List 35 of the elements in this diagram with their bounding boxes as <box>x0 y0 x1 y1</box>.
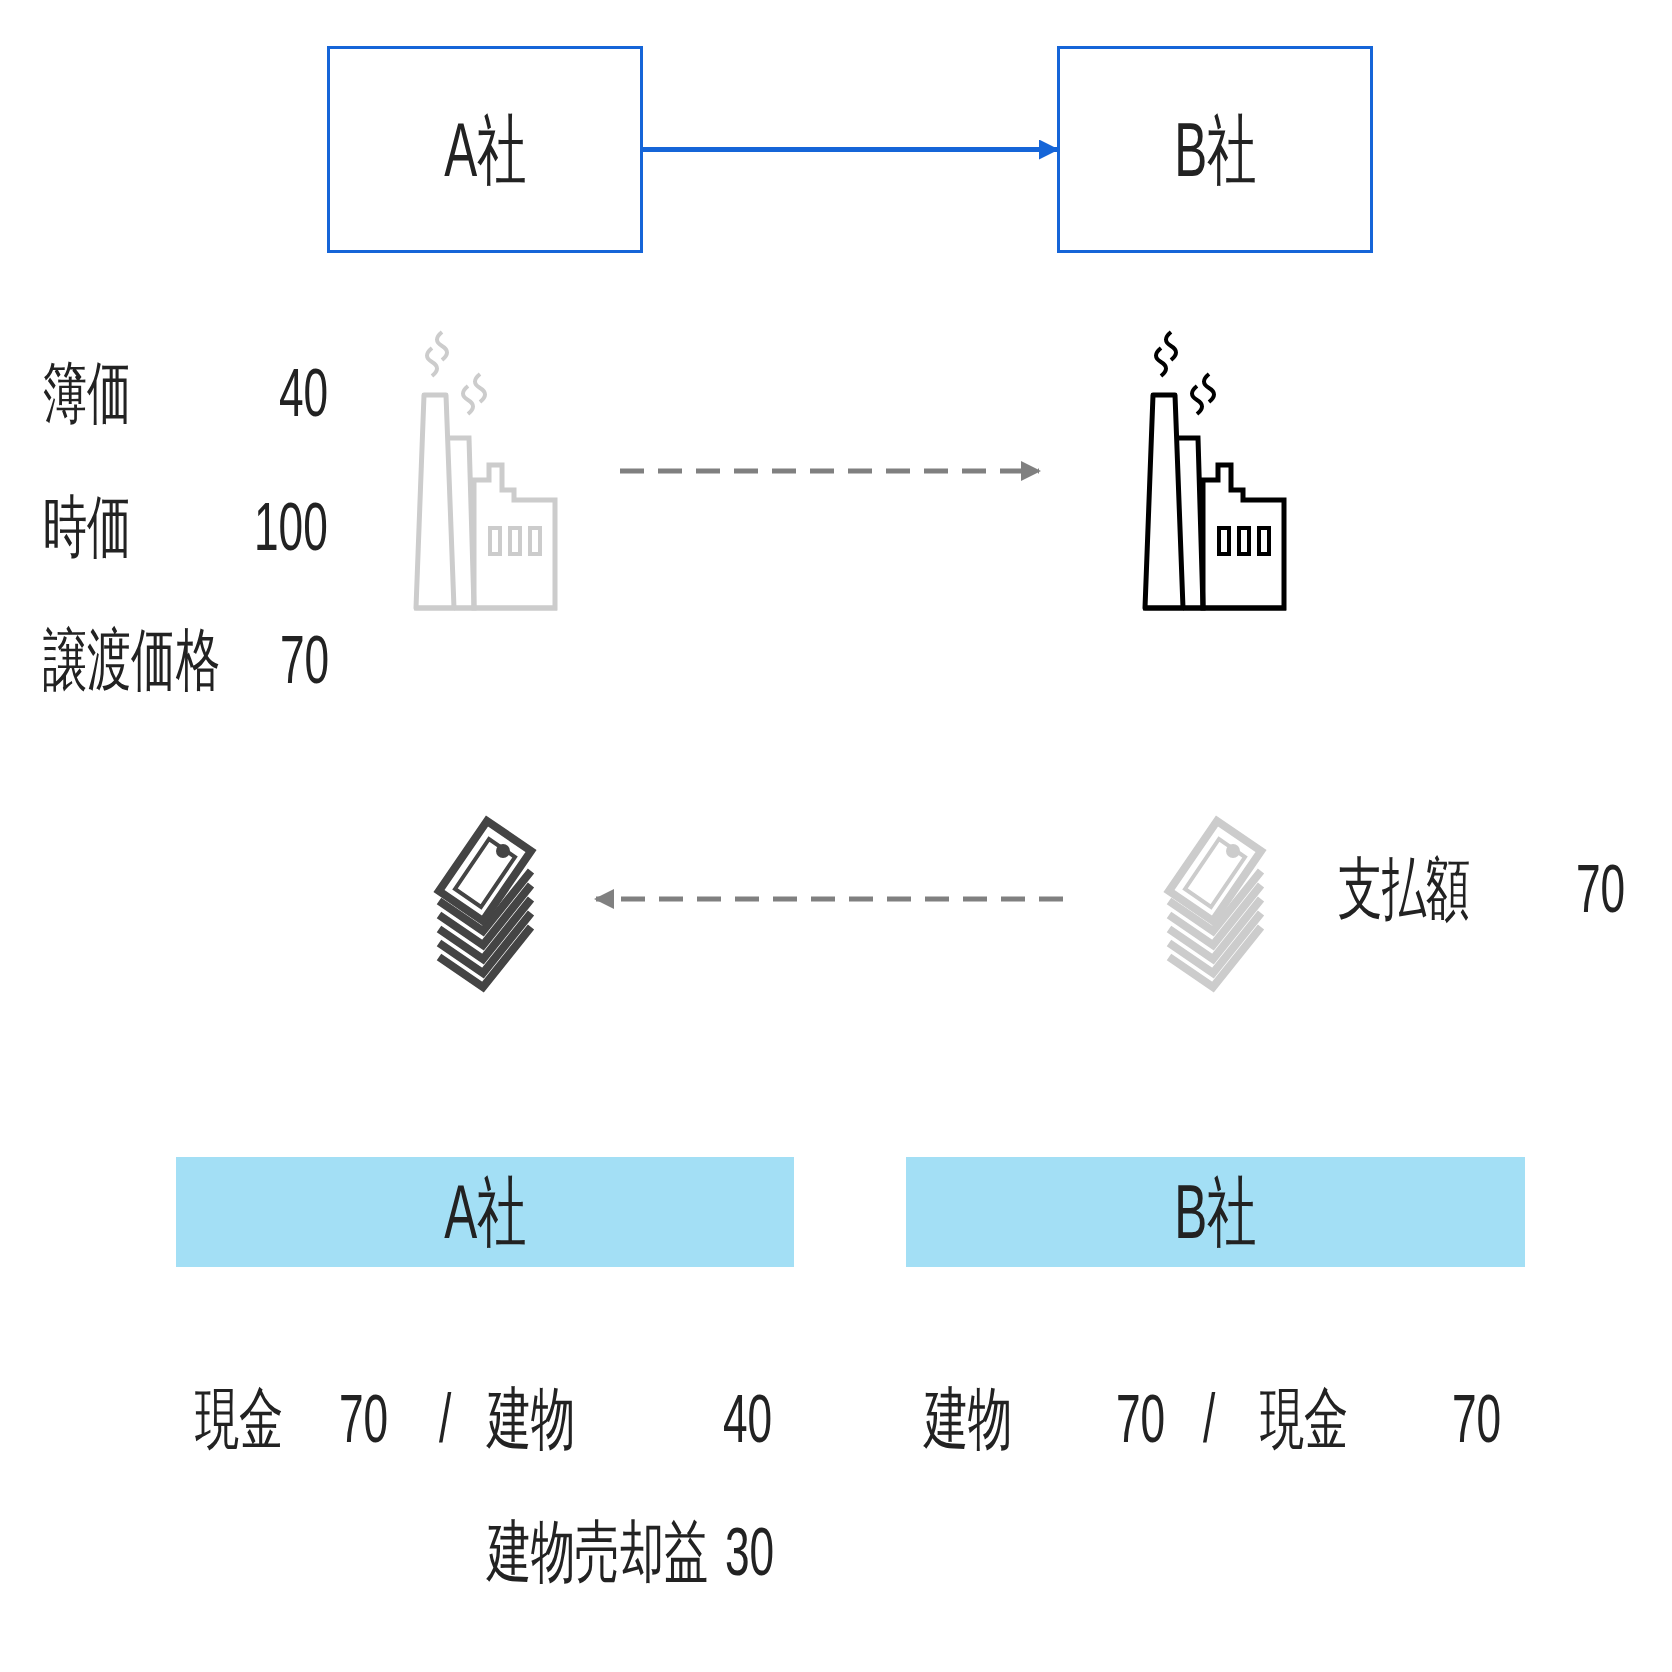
text-label: 70 <box>1452 1379 1502 1458</box>
factory-icon <box>1142 330 1287 611</box>
text-label: 30 <box>725 1512 775 1591</box>
text-label: 建物 <box>924 1379 1013 1458</box>
money-icon <box>1163 815 1267 993</box>
arrow <box>620 461 1041 481</box>
text-label: 現金 <box>195 1379 284 1458</box>
company-header-band <box>176 1157 794 1267</box>
text-label: 時価 <box>43 487 132 566</box>
factory-icon <box>413 330 558 611</box>
text-label: 支払額 <box>1338 849 1471 928</box>
text-label: 建物売却益 <box>487 1512 708 1591</box>
text-label: 40 <box>723 1379 773 1458</box>
text-label: 簿価 <box>43 353 132 432</box>
text-label: 建物 <box>487 1379 576 1458</box>
text-label: 現金 <box>1260 1379 1349 1458</box>
company-box <box>1057 46 1373 253</box>
company-header-band <box>906 1157 1525 1267</box>
text-label: 100 <box>254 487 328 566</box>
text-label: 譲渡価格 <box>43 620 220 699</box>
arrow <box>594 889 1063 909</box>
text-label: 70 <box>339 1379 389 1458</box>
text-label: 40 <box>279 353 329 432</box>
text-label: 70 <box>280 620 330 699</box>
company-name: A社 <box>443 107 527 192</box>
text-label: / <box>1203 1379 1216 1458</box>
company-name: A社 <box>443 1170 527 1254</box>
company-name: B社 <box>1174 1170 1257 1254</box>
text-label: 70 <box>1116 1379 1166 1458</box>
company-box <box>327 46 643 253</box>
company-name: B社 <box>1173 107 1257 192</box>
money-icon <box>433 815 537 993</box>
text-label: 70 <box>1576 849 1626 928</box>
text-label: / <box>439 1379 452 1458</box>
arrow <box>643 139 1059 160</box>
